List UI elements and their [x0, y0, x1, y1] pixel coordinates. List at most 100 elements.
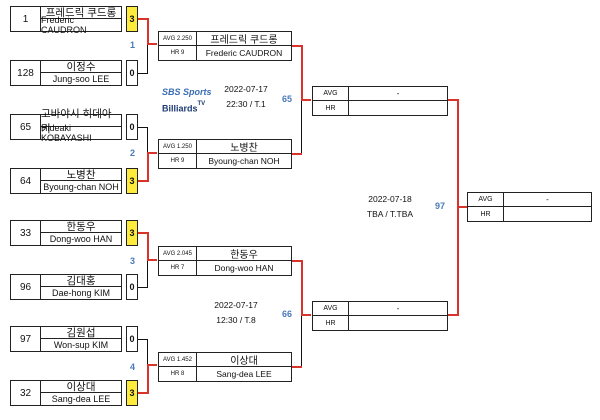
- bracket-line: [147, 259, 157, 261]
- seed-number: 32: [11, 381, 41, 405]
- player-name-en: Sang-dea LEE: [216, 369, 272, 379]
- bracket-line: [138, 127, 148, 128]
- schedule-time: TBA / T.TBA: [366, 209, 414, 219]
- score-box: 3: [126, 168, 138, 194]
- hr-label: HR: [468, 207, 504, 221]
- player-name-kr: 프레드릭 쿠드롱: [197, 32, 291, 46]
- round3-box-1: AVG HR -: [312, 86, 448, 116]
- schedule-date: 2022-07-18: [368, 194, 412, 204]
- seed-number: 128: [11, 61, 41, 85]
- round2-box-2: AVG 1.250 HR 9 노병찬 Byoung-chan NOH: [158, 139, 292, 169]
- score-box: 0: [126, 114, 138, 140]
- bracket-line: [138, 339, 148, 340]
- player-name-en: Byoung-chan NOH: [208, 156, 280, 166]
- match-number: 97: [435, 201, 446, 211]
- bracket-line: [301, 99, 302, 154]
- bracket-line: [147, 153, 149, 182]
- logo-tv: TV: [197, 101, 206, 107]
- schedule-66: 2022-07-17 12:30 / T.8: [196, 298, 276, 328]
- score-box: 0: [126, 274, 138, 300]
- match-number: 66: [282, 309, 293, 319]
- bracket-line: [301, 260, 303, 314]
- logo-line2: Billiards: [162, 103, 198, 114]
- player-box-seed-96: 96 김대홍 Dae-hong KIM: [10, 274, 122, 300]
- player-name-kr: 노병찬: [41, 169, 121, 181]
- match-number: 4: [130, 362, 136, 372]
- player-name-en: Hideaki KOBAYASHI: [41, 123, 92, 143]
- round3-box-2: AVG HR -: [312, 301, 448, 331]
- seed-number: 97: [11, 327, 41, 351]
- hr-label: HR: [313, 316, 349, 330]
- bracket-line: [138, 73, 148, 74]
- avg-stat: AVG 1.250: [159, 140, 197, 154]
- sbs-sports-billiards-logo: SBS Sports BilliardsTV: [162, 86, 212, 114]
- round2-box-3: AVG 2.045 HR 7 한동우 Dong-woo HAN: [158, 246, 292, 276]
- round2-box-1: AVG 2.250 HR 9 프레드릭 쿠드롱 Frederic CAUDRON: [158, 31, 292, 61]
- match-number: 2: [130, 148, 136, 158]
- bracket-line: [138, 392, 148, 394]
- bracket-line: [292, 153, 302, 155]
- final-box: AVG HR -: [467, 192, 592, 222]
- schedule-date: 2022-07-17: [224, 84, 268, 94]
- player-name-kr: 한동우: [197, 247, 291, 261]
- player-box-seed-32: 32 이상대 Sang-dea LEE: [10, 380, 122, 406]
- avg-value: -: [349, 87, 447, 101]
- hr-stat: HR 7: [159, 261, 197, 275]
- schedule-97: 2022-07-18 TBA / T.TBA: [350, 192, 430, 222]
- bracket-line: [147, 260, 148, 288]
- avg-label: AVG: [313, 87, 349, 101]
- player-box-seed-97: 97 김원섭 Won-sup KIM: [10, 326, 122, 352]
- score-box: 3: [126, 220, 138, 246]
- player-box-seed-1: 1 프레드릭 쿠드롱 Frederic CAUDRON: [10, 6, 122, 35]
- player-name-en: Frederic CAUDRON: [41, 15, 87, 35]
- player-name-kr: 한동우: [41, 221, 121, 233]
- avg-label: AVG: [468, 193, 504, 207]
- bracket-line: [457, 206, 467, 208]
- bracket-line: [448, 314, 458, 316]
- match-number: 65: [282, 94, 293, 104]
- bracket-line: [301, 45, 303, 99]
- bracket-line: [147, 152, 157, 154]
- player-name-en: Won-sup KIM: [53, 340, 109, 350]
- score-box: 3: [126, 6, 138, 32]
- bracket-line: [147, 364, 157, 366]
- player-name-en: Dong-woo HAN: [49, 234, 113, 244]
- bracket-line: [457, 207, 459, 316]
- score-box: 0: [126, 60, 138, 86]
- seed-number: 96: [11, 275, 41, 299]
- seed-number: 33: [11, 221, 41, 245]
- player-name-en: Jung-soo LEE: [52, 74, 110, 84]
- hr-stat: HR 8: [159, 367, 197, 381]
- bracket-line: [301, 99, 311, 101]
- bracket-line: [147, 127, 148, 153]
- seed-number: 65: [11, 115, 41, 139]
- schedule-65: 2022-07-17 22:30 / T.1: [206, 82, 286, 112]
- bracket-line: [138, 18, 148, 20]
- player-box-seed-64: 64 노병찬 Byoung-chan NOH: [10, 168, 122, 194]
- player-name-kr: 프레드릭 쿠드롱: [41, 7, 121, 19]
- player-name-kr: 김대홍: [41, 275, 121, 287]
- schedule-time: 22:30 / T.1: [226, 99, 266, 109]
- seed-number: 64: [11, 169, 41, 193]
- bracket-line: [138, 232, 148, 234]
- bracket-line: [292, 45, 302, 47]
- avg-stat: AVG 2.250: [159, 32, 197, 46]
- bracket-line: [292, 260, 302, 262]
- avg-stat: AVG 1.452: [159, 353, 197, 367]
- player-name-kr: 이정수: [41, 61, 121, 73]
- player-box-seed-128: 128 이정수 Jung-soo LEE: [10, 60, 122, 86]
- player-name-en: Frederic CAUDRON: [205, 48, 283, 58]
- player-box-seed-65: 65 고바야시 히데아키 Hideaki KOBAYASHI: [10, 108, 122, 143]
- bracket-line: [448, 99, 458, 101]
- bracket-line: [301, 314, 311, 316]
- bracket-line: [138, 287, 148, 288]
- seed-number: 1: [11, 7, 41, 31]
- bracket-line: [147, 232, 149, 260]
- bracket-line: [147, 43, 157, 45]
- bracket-line: [147, 365, 149, 394]
- hr-stat: HR 9: [159, 154, 197, 168]
- schedule-time: 12:30 / T.8: [216, 315, 256, 325]
- bracket-line: [147, 44, 148, 74]
- logo-line1: SBS Sports: [162, 87, 212, 97]
- match-number: 1: [130, 40, 136, 50]
